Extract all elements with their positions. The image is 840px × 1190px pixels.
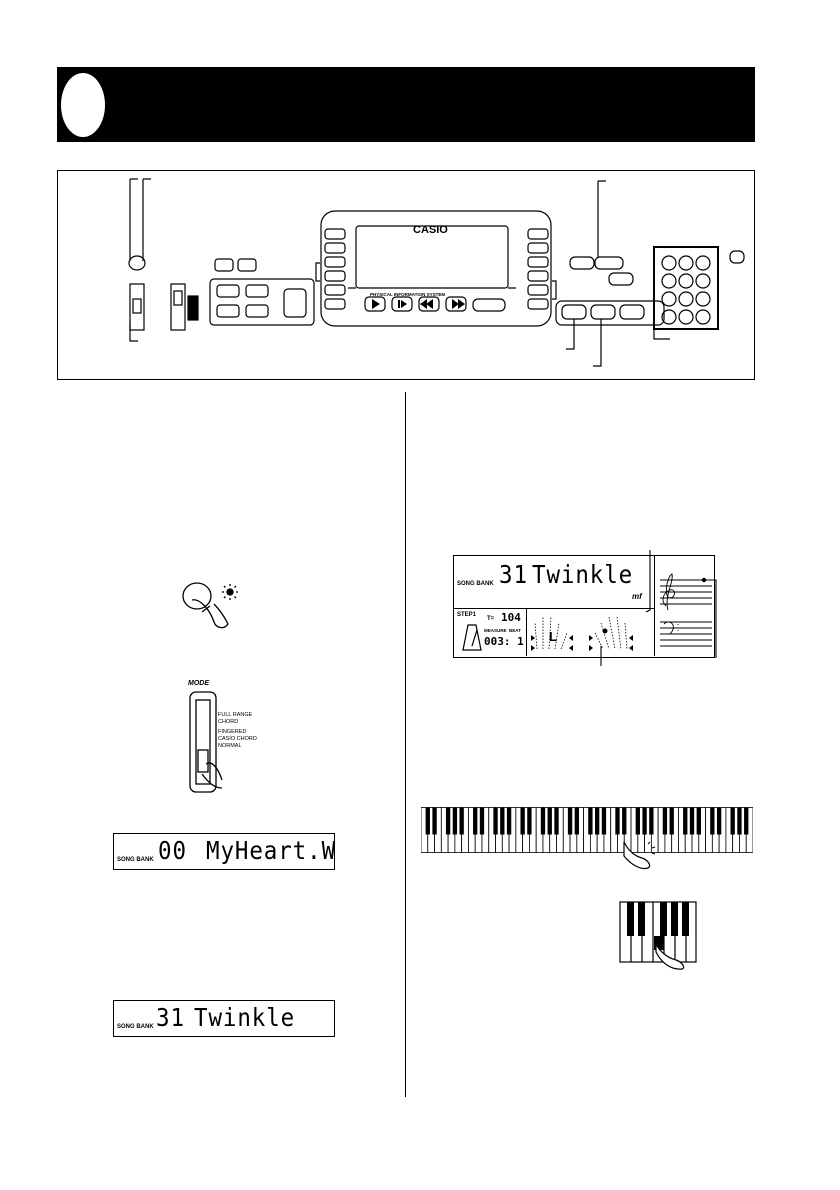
beat-label: BEAT bbox=[509, 628, 521, 633]
black-key bbox=[622, 807, 627, 835]
black-key bbox=[459, 807, 464, 835]
song-name: MyHeart.W bbox=[206, 836, 337, 865]
hand-indicators bbox=[531, 616, 633, 651]
button-press-illustration bbox=[180, 576, 250, 636]
keyboard-illustration bbox=[421, 807, 753, 853]
black-key bbox=[520, 807, 525, 835]
black-key bbox=[452, 807, 458, 835]
black-key bbox=[642, 807, 647, 835]
left-hand-indicator: L bbox=[549, 629, 557, 644]
black-key bbox=[649, 807, 654, 835]
black-key bbox=[540, 807, 546, 835]
black-key bbox=[588, 807, 593, 835]
section-title-bar bbox=[57, 67, 755, 142]
black-key bbox=[710, 807, 715, 835]
song-bank-label: SONG BANK bbox=[117, 1024, 154, 1030]
black-key bbox=[696, 807, 701, 835]
tempo-value: 104 bbox=[501, 611, 521, 624]
black-key bbox=[716, 807, 722, 835]
black-key bbox=[635, 807, 640, 835]
key-press-closeup bbox=[619, 901, 697, 970]
black-key bbox=[615, 807, 620, 835]
black-key bbox=[662, 807, 668, 835]
black-key bbox=[554, 807, 559, 835]
black-key bbox=[737, 807, 742, 835]
black-key bbox=[669, 807, 674, 835]
control-panel-drawing: CASIO PHYSICAL INFORMATION SYSTEM bbox=[128, 178, 745, 367]
black-key bbox=[527, 807, 532, 835]
step-label: STEP1 bbox=[457, 612, 477, 618]
dynamics-mark: mf bbox=[632, 592, 642, 601]
staff-notation bbox=[660, 573, 712, 647]
black-key bbox=[744, 807, 749, 835]
metronome-icon bbox=[462, 624, 482, 651]
mode-switch-title: MODE bbox=[188, 680, 209, 687]
song-name: Twinkle bbox=[194, 1003, 296, 1032]
song-number: 31 bbox=[156, 1003, 185, 1032]
song-bank-display-1: SONG BANK 00 MyHeart.W bbox=[113, 833, 335, 870]
black-key bbox=[425, 807, 430, 835]
mode-switch-illustration: MODE FULL RANGE CHORD FINGERED CASIO CHO… bbox=[188, 680, 298, 795]
black-key bbox=[574, 807, 580, 835]
song-bank-display-large: SONG BANK 31 Twinkle mf STEP1 T= 104 MEA… bbox=[453, 555, 715, 658]
black-key bbox=[683, 807, 688, 835]
measure-beat-value: 003: 1 bbox=[484, 635, 524, 648]
control-panel-illustration: CASIO PHYSICAL INFORMATION SYSTEM bbox=[57, 170, 755, 380]
song-bank-display-2: SONG BANK 31 Twinkle bbox=[113, 1000, 335, 1037]
black-key bbox=[432, 807, 437, 835]
black-key bbox=[601, 807, 607, 835]
song-bank-label: SONG BANK bbox=[457, 581, 494, 587]
black-key bbox=[547, 807, 552, 835]
black-key bbox=[594, 807, 600, 835]
svg-text:CASIO: CASIO bbox=[413, 224, 448, 236]
black-key bbox=[473, 807, 478, 835]
title-oval bbox=[61, 73, 105, 137]
display-callouts bbox=[645, 550, 717, 658]
tempo-prefix: T= bbox=[487, 616, 495, 622]
mode-option-full-range: FULL RANGE bbox=[218, 712, 253, 718]
black-key bbox=[506, 807, 512, 835]
black-key bbox=[689, 807, 695, 835]
black-key bbox=[493, 807, 498, 835]
hand-callout bbox=[600, 646, 602, 666]
mode-option-chord: CHORD bbox=[218, 719, 239, 725]
song-name: Twinkle bbox=[532, 560, 634, 589]
pressing-hand-icon bbox=[623, 841, 656, 870]
mode-option-normal: NORMAL bbox=[218, 743, 242, 749]
black-key bbox=[730, 807, 735, 835]
song-number: 00 bbox=[158, 836, 187, 865]
black-key bbox=[567, 807, 573, 835]
mode-option-casio-chord: CASIO CHORD bbox=[218, 736, 257, 742]
song-number: 31 bbox=[499, 560, 528, 589]
svg-text:PHYSICAL INFORMATION SYSTEM: PHYSICAL INFORMATION SYSTEM bbox=[370, 292, 445, 297]
black-key bbox=[479, 807, 485, 835]
song-bank-label: SONG BANK bbox=[117, 857, 154, 863]
mode-option-fingered: FINGERED bbox=[218, 729, 247, 735]
measure-label: MEASURE bbox=[484, 628, 507, 633]
black-key bbox=[500, 807, 505, 835]
column-divider bbox=[405, 392, 406, 1097]
black-key bbox=[445, 807, 451, 835]
